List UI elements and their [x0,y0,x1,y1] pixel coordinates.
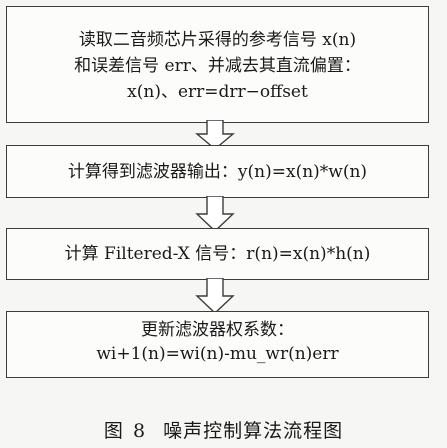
down-arrow-3 [195,278,235,314]
step-1-line-2: 和误差信号 err、并减去其直流偏置： [74,56,361,76]
step-4-box: 更新滤波器权系数： wi+1(n)=wi(n)-mu_wr(n)err [6,311,429,378]
step-3-box: 计算 Filtered-X 信号：r(n)=x(n)*h(n) [6,228,429,280]
figure-number: 8 [132,420,147,442]
down-arrow-2 [195,196,235,232]
figure-caption: 图 8 噪声控制算法流程图 [0,416,447,443]
step-1-box: 读取二音频芯片采得的参考信号 x(n) 和误差信号 err、并减去其直流偏置： … [6,6,429,123]
step-2-line-1: 计算得到滤波器输出：y(n)=x(n)*w(n) [67,162,368,182]
down-arrow-1 [195,120,235,150]
figure-label: 图 [103,420,124,442]
step-1-line-1: 读取二音频芯片采得的参考信号 x(n) [78,30,357,50]
step-2-box: 计算得到滤波器输出：y(n)=x(n)*w(n) [6,145,429,198]
step-1-line-3: x(n)、err=drr−offset [127,82,308,102]
step-3-line-1: 计算 Filtered-X 信号：r(n)=x(n)*h(n) [64,244,371,264]
step-4-line-1: 更新滤波器权系数： [141,320,294,340]
figure-title: 噪声控制算法流程图 [163,420,344,442]
step-4-line-2: wi+1(n)=wi(n)-mu_wr(n)err [96,344,339,364]
